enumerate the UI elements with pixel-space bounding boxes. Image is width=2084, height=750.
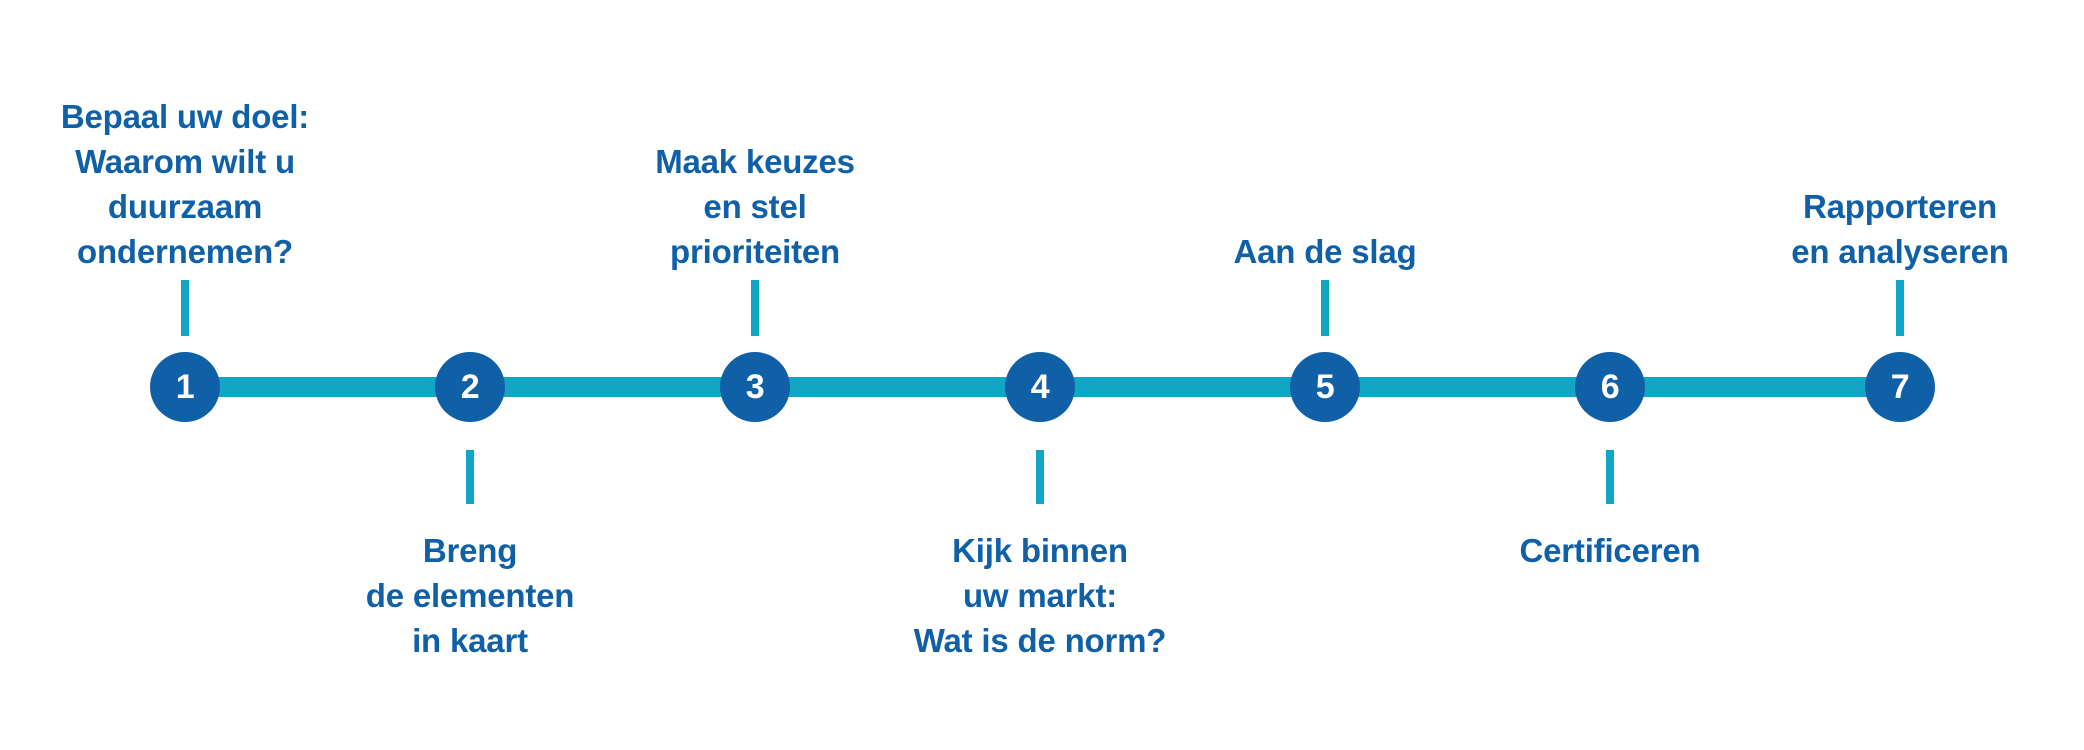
- timeline-node-1[interactable]: 1: [150, 352, 220, 422]
- timeline-stem-5: [1321, 280, 1329, 336]
- timeline-stem-6: [1606, 450, 1614, 504]
- timeline-label-6: Certificeren: [1519, 532, 1701, 569]
- timeline-label-7: Rapporteren en analyseren: [1791, 188, 2009, 270]
- timeline-stem-3: [751, 280, 759, 336]
- timeline-label-5: Aan de slag: [1233, 233, 1417, 270]
- timeline-label-2: Breng de elementen in kaart: [365, 532, 575, 659]
- timeline-label-3: Maak keuzes en stel prioriteiten: [655, 143, 855, 270]
- timeline-stem-4: [1036, 450, 1044, 504]
- timeline-node-7[interactable]: 7: [1865, 352, 1935, 422]
- timeline-node-5[interactable]: 5: [1290, 352, 1360, 422]
- timeline-label-4: Kijk binnen uw markt: Wat is de norm?: [913, 532, 1167, 659]
- timeline-node-6[interactable]: 6: [1575, 352, 1645, 422]
- timeline-label-1: Bepaal uw doel: Waarom wilt u duurzaam o…: [60, 98, 310, 270]
- timeline-stem-1: [181, 280, 189, 336]
- timeline-node-4[interactable]: 4: [1005, 352, 1075, 422]
- timeline-node-2[interactable]: 2: [435, 352, 505, 422]
- timeline-stem-2: [466, 450, 474, 504]
- timeline-stem-7: [1896, 280, 1904, 336]
- timeline-node-3[interactable]: 3: [720, 352, 790, 422]
